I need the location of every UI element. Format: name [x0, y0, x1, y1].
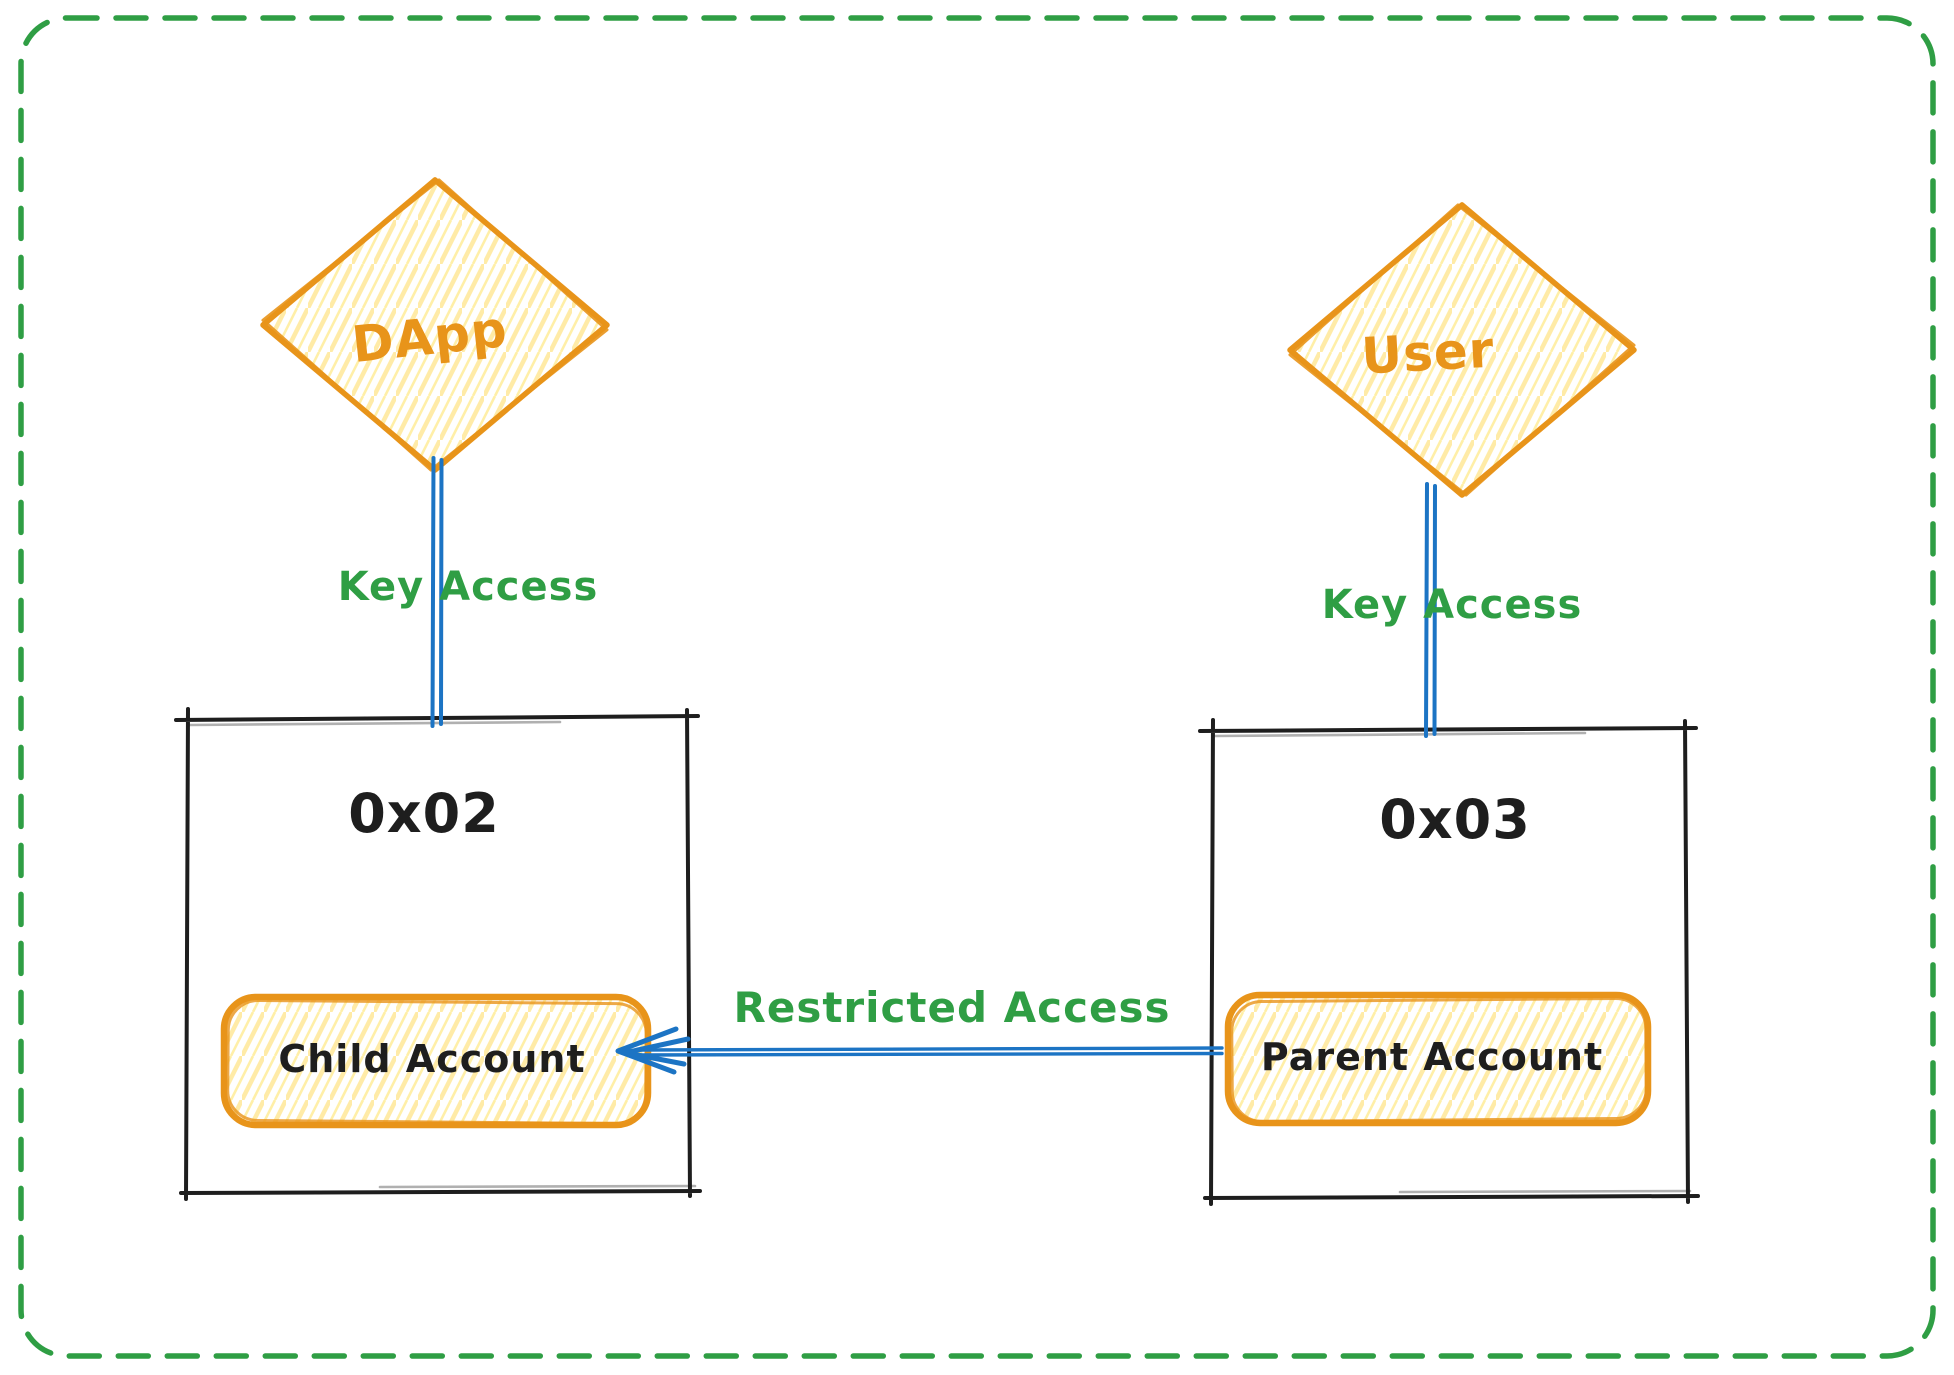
dapp-diamond-node: DApp: [260, 177, 610, 473]
right-account-border-sketch: [1213, 731, 1692, 1194]
restricted-access-line: [634, 1046, 1224, 1057]
dapp-diamond-sketch-stroke: [261, 178, 609, 472]
right-account-border: [1198, 718, 1700, 1206]
restricted-access-arrow: Restricted Access: [615, 983, 1224, 1075]
right-account-box: 0x03 Parent Account: [1198, 718, 1700, 1206]
dapp-key-access-connector: Key Access: [338, 456, 599, 728]
dapp-key-access-label: Key Access: [338, 564, 599, 610]
user-key-access-line: [1424, 482, 1437, 738]
restricted-access-arrowhead: [615, 1026, 691, 1075]
user-key-access-connector: Key Access: [1322, 482, 1583, 738]
user-key-access-label: Key Access: [1322, 582, 1583, 628]
left-account-border-sketch: [188, 720, 697, 1189]
user-diamond-sketch-stroke: [1288, 203, 1636, 497]
left-account-box: 0x02 Child Account: [174, 707, 702, 1201]
dashed-frame-border: [18, 15, 1936, 1359]
right-account-address: 0x03: [1379, 788, 1531, 851]
user-label: User: [1360, 321, 1496, 386]
restricted-access-label: Restricted Access: [734, 983, 1171, 1032]
left-account-address: 0x02: [348, 782, 500, 845]
dapp-key-access-line: [430, 456, 444, 728]
user-diamond-node: User: [1287, 202, 1637, 498]
parent-account-shape: [1224, 991, 1652, 1127]
parent-account-label: Parent Account: [1261, 1035, 1603, 1079]
child-account-label: Child Account: [278, 1037, 585, 1081]
left-account-border: [174, 707, 702, 1201]
parent-account-sketch-stroke: [1230, 996, 1648, 1124]
